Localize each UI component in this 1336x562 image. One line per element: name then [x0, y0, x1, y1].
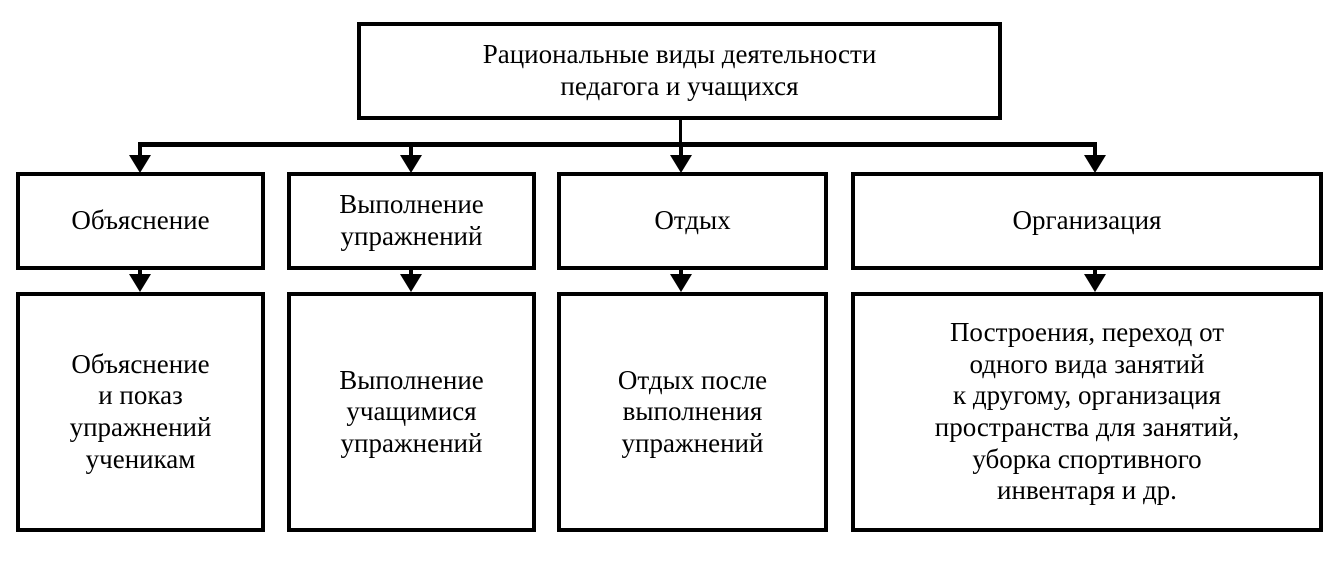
category-node-2-exercise-performance: Выполнение упражнений — [287, 172, 536, 270]
detail-node-4-formations-transitions: Построения, переход от одного вида занят… — [851, 292, 1323, 532]
arrow-down-icon-to-category-4 — [1084, 155, 1106, 173]
root-node-label: Рациональные виды деятельности педагога … — [482, 39, 877, 101]
category-node-3-rest: Отдых — [557, 172, 828, 270]
category-node-4-label: Организация — [1012, 205, 1162, 236]
category-node-3-label: Отдых — [654, 205, 731, 236]
arrow-down-icon-to-category-2 — [400, 155, 422, 173]
root-stem-line — [679, 120, 682, 144]
detail-node-3-label: Отдых после выполнения упражнений — [617, 364, 768, 458]
arrow-down-icon-to-category-3 — [670, 155, 692, 173]
branch-drop-line-2 — [409, 142, 413, 160]
branch-drop-line-1 — [138, 142, 142, 160]
detail-node-1-explanation-demonstration: Объяснение и показ упражнений ученикам — [16, 292, 265, 532]
arrow-down-icon-to-category-1 — [129, 155, 151, 173]
arrow-down-icon-to-detail-1 — [129, 274, 151, 292]
detail-node-1-label: Объяснение и показ упражнений ученикам — [69, 348, 212, 474]
detail-node-4-label: Построения, переход от одного вида занят… — [934, 317, 1240, 506]
branch-drop-line-4 — [1093, 142, 1097, 160]
root-node-rational-activities: Рациональные виды деятельности педагога … — [357, 22, 1002, 120]
detail-node-3-rest-after-exercises: Отдых после выполнения упражнений — [557, 292, 828, 532]
distribution-bus-line — [138, 142, 1097, 147]
detail-node-2-label: Выполнение учащимися упражнений — [339, 364, 484, 458]
category-node-1-label: Объяснение — [71, 205, 210, 236]
branch-drop-line-3 — [679, 142, 683, 160]
arrow-down-icon-to-detail-2 — [400, 274, 422, 292]
arrow-down-icon-to-detail-3 — [670, 274, 692, 292]
category-node-4-organization: Организация — [851, 172, 1323, 270]
category-node-1-explanation: Объяснение — [16, 172, 265, 270]
arrow-down-icon-to-detail-4 — [1084, 274, 1106, 292]
category-node-2-label: Выполнение упражнений — [339, 189, 484, 251]
detail-node-2-students-performing: Выполнение учащимися упражнений — [287, 292, 536, 532]
